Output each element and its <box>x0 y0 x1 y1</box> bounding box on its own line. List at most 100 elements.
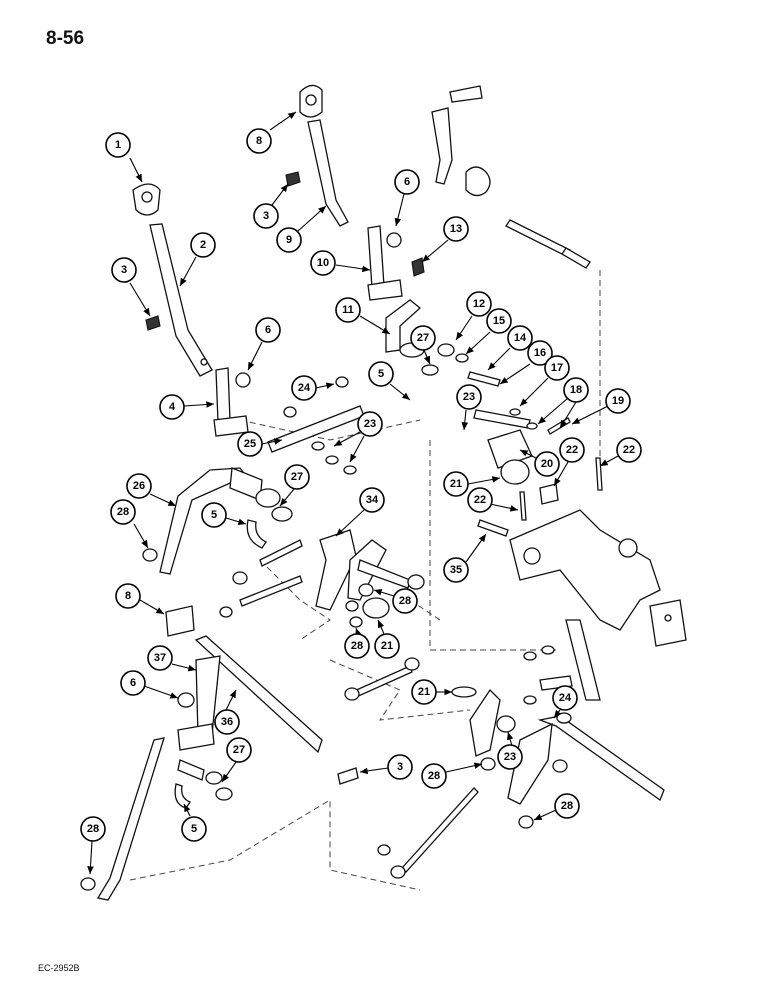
callout-28b-label: 27 <box>291 471 303 483</box>
callout-28c <box>226 737 252 763</box>
callout-27-label: 26 <box>133 480 145 492</box>
callout-1-label: 1 <box>115 139 121 151</box>
callout-6c <box>120 670 146 696</box>
assembly-guide-lines <box>129 270 601 891</box>
callout-25a <box>291 375 317 401</box>
callout-1 <box>105 132 131 158</box>
callout-10 <box>310 250 336 276</box>
callout-11 <box>335 297 361 323</box>
callout-18 <box>563 377 589 403</box>
callout-19 <box>605 388 631 414</box>
callout-24c-label: 23 <box>504 751 516 763</box>
callout-36 <box>443 557 469 583</box>
callout-20 <box>534 451 560 477</box>
callout-23a <box>616 437 642 463</box>
callout-5c-label: 5 <box>191 823 197 835</box>
valve-body-bracket <box>477 457 687 647</box>
callout-21c-label: 21 <box>418 686 430 698</box>
callout-22-label: 22 <box>566 444 578 456</box>
callout-labels: 1 2 3 3 3 4 5 5 5 6 <box>80 111 642 875</box>
callout-34f-label: 28 <box>87 823 99 835</box>
callout-16-label: 16 <box>534 347 546 359</box>
callout-25b-label: 24 <box>559 692 572 704</box>
callout-17 <box>544 355 570 381</box>
callout-38 <box>147 645 173 671</box>
callout-17-label: 17 <box>551 362 563 374</box>
callout-8a <box>246 128 272 154</box>
callout-35-label: 34 <box>366 494 379 506</box>
center-middle-parts <box>219 376 425 628</box>
callout-8b-label: 8 <box>125 590 131 602</box>
callout-8a-label: 8 <box>256 135 262 147</box>
callout-24c <box>497 744 523 770</box>
callout-37-label: 36 <box>221 716 233 728</box>
callout-8b <box>115 583 141 609</box>
callout-5a-label: 5 <box>378 368 384 380</box>
callout-3a-label: 3 <box>121 264 127 276</box>
callout-3b <box>253 203 279 229</box>
center-linkage-assembly <box>385 299 571 485</box>
callout-34d-label: 28 <box>428 770 440 782</box>
callout-21b <box>374 633 400 659</box>
callout-4-label: 4 <box>169 401 176 413</box>
callout-26 <box>237 431 263 457</box>
callout-6b <box>255 317 281 343</box>
callout-34d <box>421 763 447 789</box>
figure-code: EC-2952B <box>38 963 80 973</box>
callout-24a-label: 23 <box>463 391 475 403</box>
callout-36-label: 35 <box>450 564 462 576</box>
callout-15 <box>486 308 512 334</box>
callout-20-label: 20 <box>541 458 553 470</box>
callout-23a-label: 22 <box>623 444 635 456</box>
callout-37 <box>214 709 240 735</box>
callout-6c-label: 6 <box>130 677 136 689</box>
callout-28b <box>284 464 310 490</box>
callout-28a-label: 27 <box>417 332 429 344</box>
callout-34c <box>344 633 370 659</box>
lower-left-lever-assembly <box>80 605 323 901</box>
callout-10-label: 10 <box>317 257 329 269</box>
callout-12-label: 12 <box>473 298 485 310</box>
callout-34f <box>80 816 106 842</box>
callout-5b-label: 5 <box>211 509 217 521</box>
callout-4 <box>159 394 185 420</box>
page-number: 8-56 <box>46 28 85 49</box>
callout-2-label: 2 <box>200 239 206 251</box>
callout-34c-label: 28 <box>351 640 363 652</box>
callout-34a <box>110 499 136 525</box>
callout-14 <box>507 325 533 351</box>
callout-9-label: 9 <box>286 234 292 246</box>
callout-23b <box>467 487 493 513</box>
callout-3b-label: 3 <box>263 210 269 222</box>
callout-11-label: 11 <box>342 304 354 316</box>
callout-5b <box>201 502 227 528</box>
callout-5c <box>181 816 207 842</box>
callout-28a <box>410 325 436 351</box>
callout-34b-label: 28 <box>399 595 411 607</box>
callout-6a-label: 6 <box>404 176 410 188</box>
callout-21a <box>443 471 469 497</box>
callout-13-label: 13 <box>450 223 462 235</box>
callout-6a <box>394 169 420 195</box>
callout-21b-label: 21 <box>381 640 393 652</box>
callout-34e-label: 28 <box>561 800 573 812</box>
callout-28c-label: 27 <box>233 744 245 756</box>
callout-38-label: 37 <box>154 652 166 664</box>
lower-right-assembly <box>337 619 665 879</box>
callout-5a <box>368 361 394 387</box>
callout-6b-label: 6 <box>265 324 271 336</box>
left-middle-lever-assembly <box>142 467 293 575</box>
middle-upper-lever-assembly <box>285 84 425 301</box>
callout-34a-label: 28 <box>117 506 129 518</box>
left-upper-lever-assembly <box>132 183 251 437</box>
callout-25a-label: 24 <box>298 382 311 394</box>
callout-14-label: 14 <box>514 332 527 344</box>
callout-16 <box>527 340 553 366</box>
callout-2 <box>190 232 216 258</box>
callout-15-label: 15 <box>493 315 505 327</box>
callout-22 <box>559 437 585 463</box>
top-right-linkage <box>431 85 591 269</box>
callout-3c-label: 3 <box>397 761 403 773</box>
callout-24a <box>456 384 482 410</box>
